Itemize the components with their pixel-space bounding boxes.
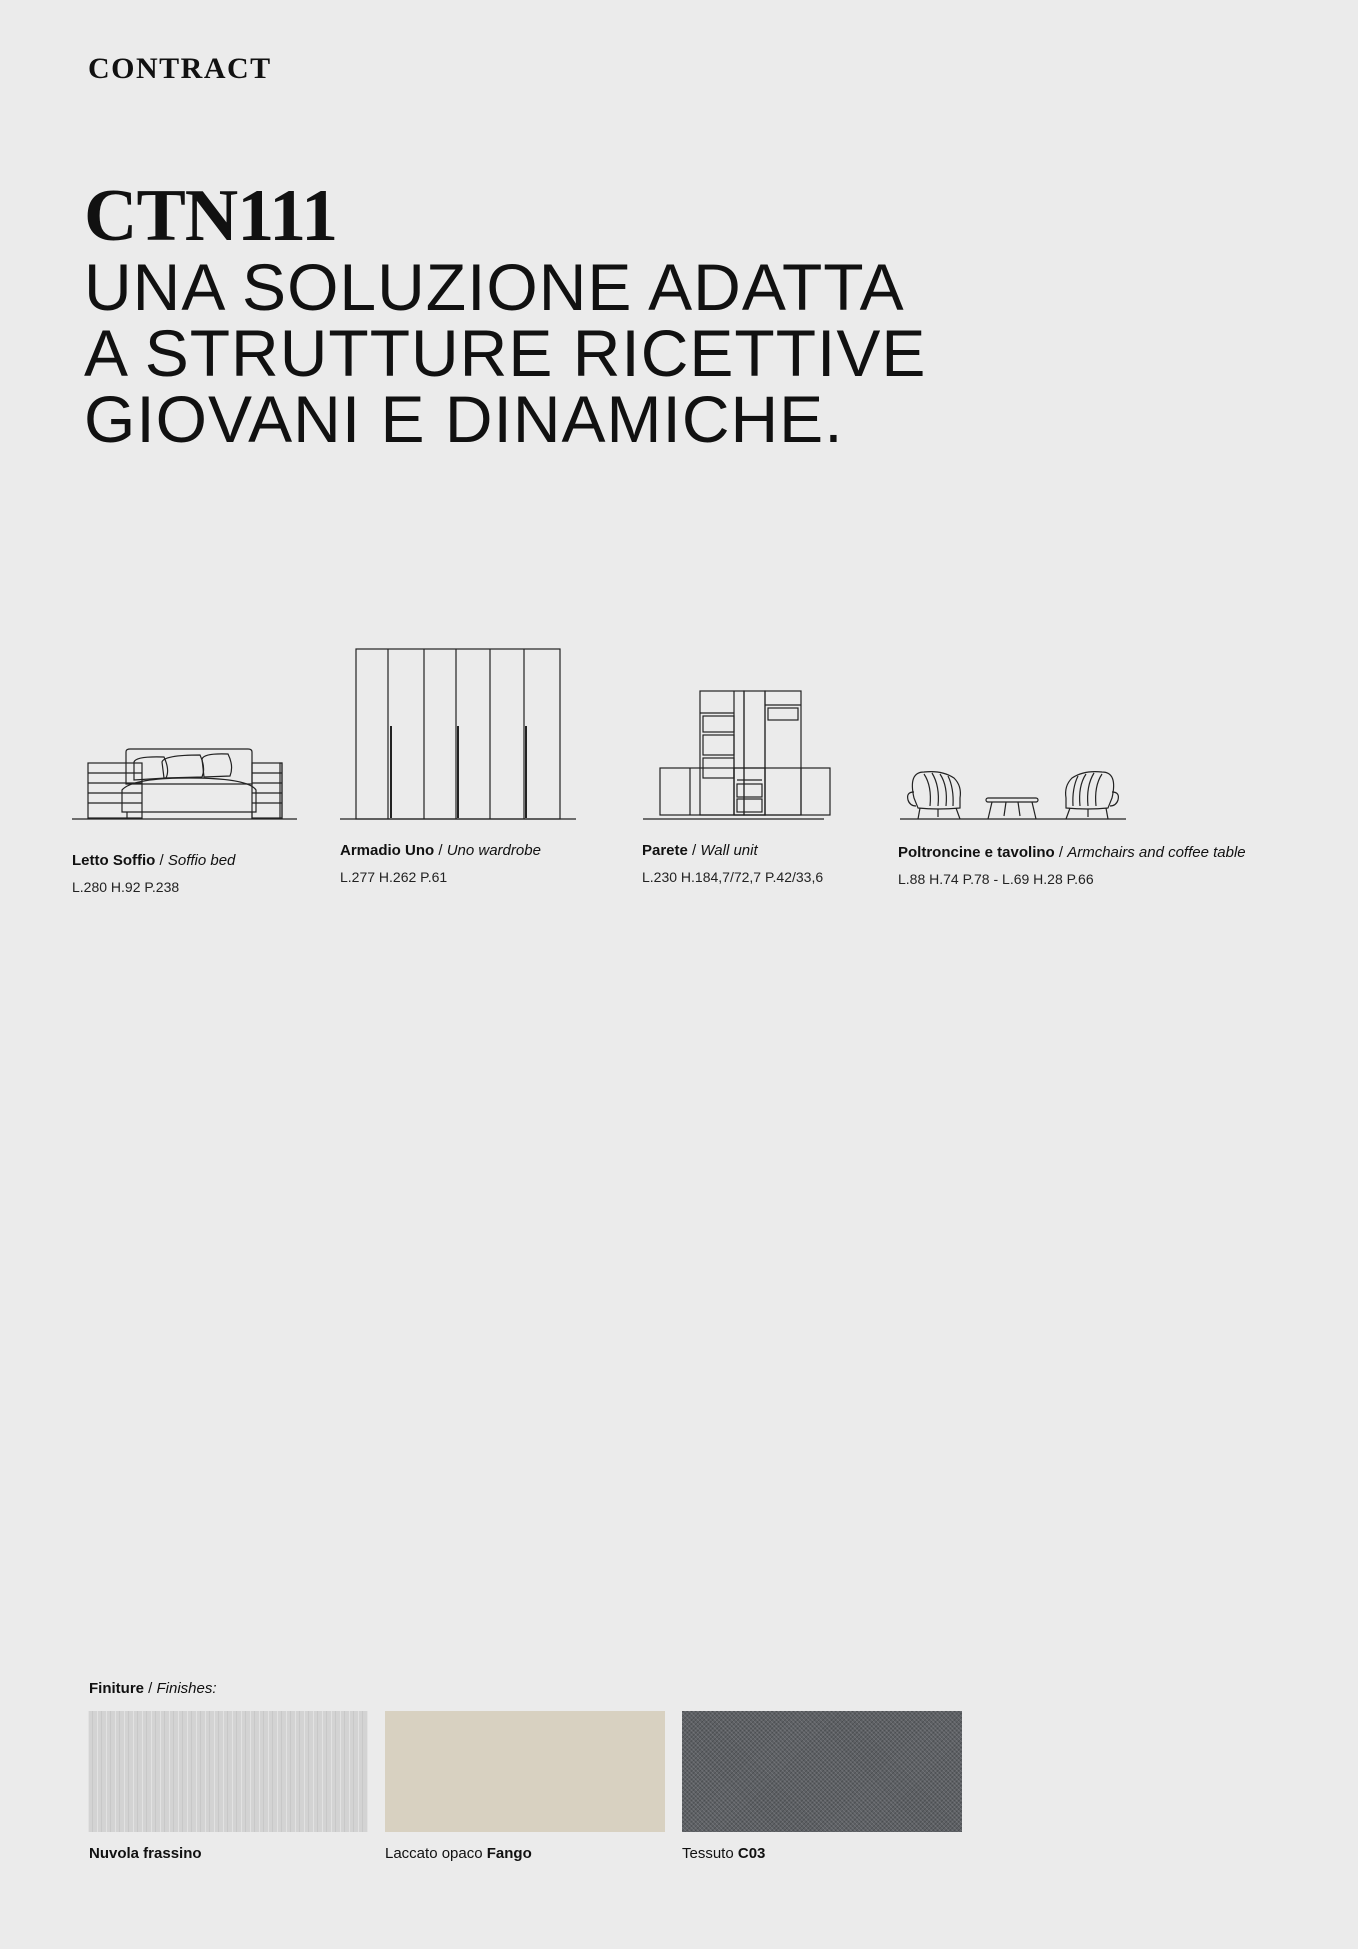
product-name: Armadio Uno / Uno wardrobe	[340, 842, 541, 859]
finishes-heading: Finiture / Finishes:	[89, 1680, 217, 1697]
wardrobe-drawing-icon	[340, 648, 576, 820]
tagline-line: A STRUTTURE RICETTIVE	[84, 316, 927, 390]
finish-caption: Laccato opaco Fango	[385, 1845, 532, 1862]
tagline: UNA SOLUZIONE ADATTA A STRUTTURE RICETTI…	[84, 254, 1184, 452]
product-name: Poltroncine e tavolino / Armchairs and c…	[898, 844, 1246, 861]
product-wardrobe: Armadio Uno / Uno wardrobe L.277 H.262 P…	[340, 648, 580, 885]
hero-heading: CTN111 UNA SOLUZIONE ADATTA A STRUTTURE …	[84, 178, 1184, 452]
armchairs-drawing-icon	[900, 771, 1126, 820]
product-name: Letto Soffio / Soffio bed	[72, 852, 236, 869]
product-armchairs-table: Poltroncine e tavolino / Armchairs and c…	[898, 762, 1246, 887]
finish-caption: Nuvola frassino	[89, 1845, 202, 1862]
product-dimensions: L.277 H.262 P.61	[340, 869, 448, 885]
tagline-line: GIOVANI E DINAMICHE.	[84, 382, 844, 456]
product-name: Parete / Wall unit	[642, 842, 758, 859]
product-dimensions: L.230 H.184,7/72,7 P.42/33,6	[642, 869, 824, 885]
product-code: CTN111	[84, 175, 338, 257]
product-dimensions: L.280 H.92 P.238	[72, 879, 180, 895]
finish-swatch-c03	[682, 1711, 962, 1832]
product-wall-unit: Parete / Wall unit L.230 H.184,7/72,7 P.…	[642, 688, 852, 885]
tagline-line: UNA SOLUZIONE ADATTA	[84, 250, 905, 324]
product-bed: Letto Soffio / Soffio bed L.280 H.92 P.2…	[72, 740, 302, 895]
brand-logo: CONTRACT	[88, 52, 272, 85]
bed-drawing-icon	[72, 748, 297, 820]
finish-swatch-fango	[385, 1711, 665, 1832]
finish-swatch-nuvola-frassino	[88, 1711, 368, 1832]
product-dimensions: L.88 H.74 P.78 - L.69 H.28 P.66	[898, 871, 1094, 887]
wall-unit-drawing-icon	[643, 690, 831, 820]
finish-caption: Tessuto C03	[682, 1845, 766, 1862]
